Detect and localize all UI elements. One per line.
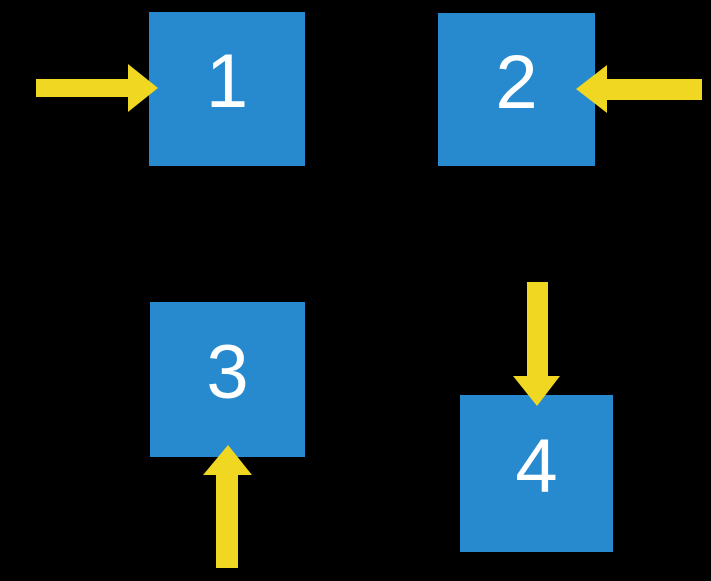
box-number: 4 — [515, 423, 558, 509]
numbered-box-4: 4 — [460, 395, 613, 552]
box-number: 3 — [206, 329, 249, 415]
numbered-box-1: 1 — [149, 12, 305, 166]
numbered-box-2: 2 — [438, 13, 595, 166]
arrow-right-icon — [36, 64, 158, 112]
box-number: 2 — [495, 39, 538, 125]
arrow-up-icon — [203, 445, 252, 568]
box-number: 1 — [205, 39, 249, 124]
numbered-box-3: 3 — [150, 302, 305, 457]
arrow-down-icon — [513, 282, 560, 406]
arrow-left-icon — [576, 65, 702, 113]
